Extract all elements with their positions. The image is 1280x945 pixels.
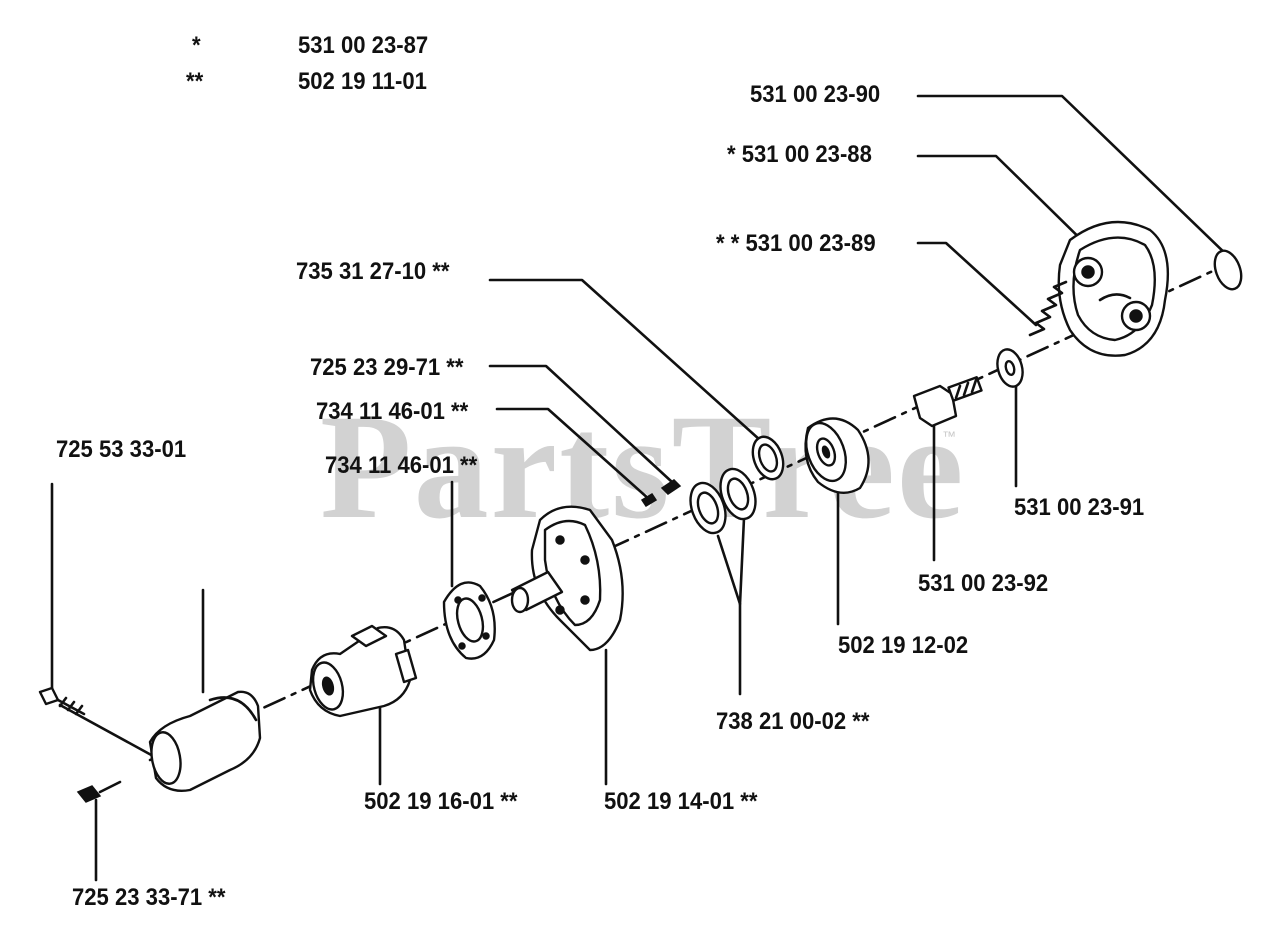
screw-icon (38, 686, 86, 716)
label-725-23-29-71: 725 23 29-71 ** (310, 354, 464, 381)
gear-housing-icon (510, 505, 624, 652)
legend-symbol-single: * (192, 32, 201, 59)
legend-part-double: 502 19 11-01 (298, 68, 427, 95)
label-531-00-23-92: 531 00 23-92 (918, 570, 1049, 597)
gasket-icon (442, 581, 496, 660)
bearing-icon (689, 435, 785, 535)
bearing-icon (804, 417, 870, 494)
label-531-00-23-90: 531 00 23-90 (750, 81, 881, 108)
label-725-23-33-71: 725 23 33-71 ** (72, 884, 226, 911)
watermark-trademark: ™ (942, 428, 956, 444)
label-502-19-16-01: 502 19 16-01 ** (364, 788, 518, 815)
leader-738-21-00-02-a (716, 534, 742, 696)
shaft-tube-icon (148, 690, 262, 792)
label-531-00-23-88: * 531 00 23-88 (727, 141, 872, 168)
legend-symbol-double: ** (186, 68, 204, 95)
bolt-icon (912, 376, 983, 428)
clutch-drum-icon (1057, 220, 1169, 357)
leader-738-21-00-02-b (738, 516, 746, 606)
label-734-11-46-01-a: 734 11 46-01 ** (316, 398, 469, 425)
screw-icon (640, 479, 682, 508)
label-531-00-23-89: * * 531 00 23-89 (716, 230, 876, 257)
assembly-axis (148, 268, 1217, 762)
washer-icon (1213, 249, 1243, 291)
label-531-00-23-91: 531 00 23-91 (1014, 494, 1145, 521)
label-725-53-33-01: 725 53 33-01 (56, 436, 187, 463)
leader-531-00-23-90 (916, 94, 1232, 260)
label-735-31-27-10: 735 31 27-10 ** (296, 258, 450, 285)
leader-734-11-46-01-a (495, 407, 652, 502)
drive-gear-icon (308, 624, 418, 718)
label-738-21-00-02: 738 21 00-02 ** (716, 708, 870, 735)
label-502-19-12-02: 502 19 12-02 (838, 632, 969, 659)
leader-725-23-29-71 (488, 364, 674, 484)
leader-531-00-23-88 (916, 154, 1102, 260)
screw-icon (76, 780, 122, 803)
legend-part-single: 531 00 23-87 (298, 32, 429, 59)
leader-531-00-23-89 (916, 241, 1038, 327)
label-502-19-14-01: 502 19 14-01 ** (604, 788, 758, 815)
spring-icon (1028, 280, 1068, 337)
leader-735-31-27-10 (488, 278, 762, 442)
washer-icon (996, 348, 1024, 388)
label-734-11-46-01-b: 734 11 46-01 ** (325, 452, 478, 479)
